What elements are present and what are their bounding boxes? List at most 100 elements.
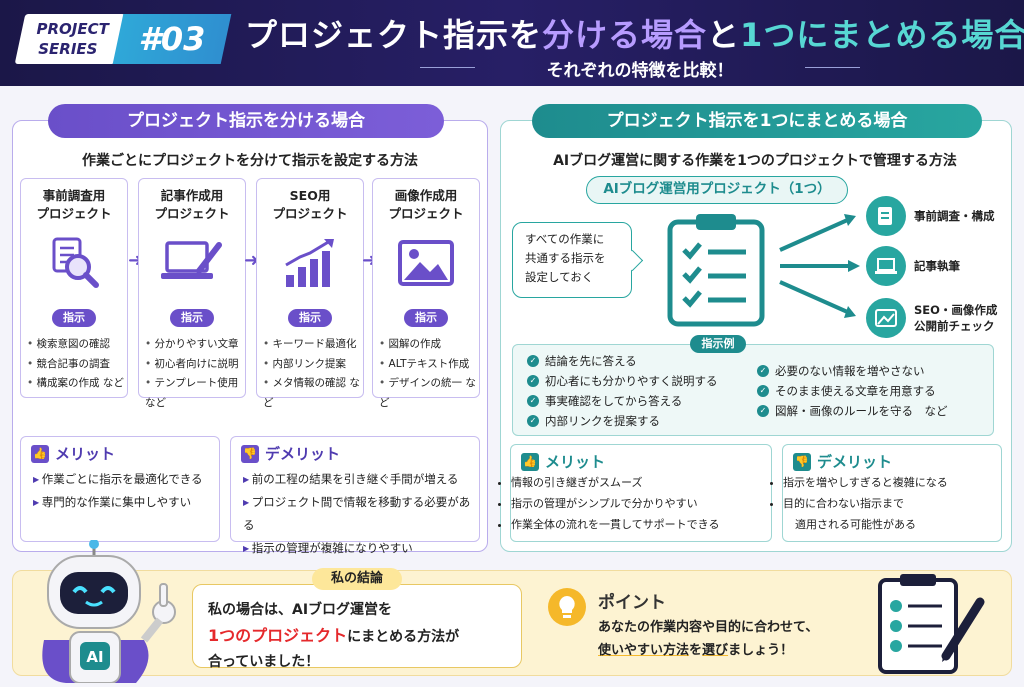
project-card-name: 記事作成用プロジェクト [154,188,230,221]
conclusion-title: 私の結論 [312,568,402,590]
image-chart-icon [866,298,906,338]
single-merit-box: 👍 メリット 情報の引き継ぎがスムーズ 指示の管理がシンプルで分かりやすい 作業全… [510,444,772,542]
instruction-badge: 指示 [52,309,96,327]
list-item: 目的に合わない指示まで [783,493,1001,514]
instruction-badge: 指示 [404,309,448,327]
examples-right-list: ✓必要のない情報を増やさない ✓そのまま使える文章を用意する ✓図解・画像のルー… [757,361,948,421]
output-label: SEO・画像作成公開前チェック [914,303,998,333]
split-merit-box: 👍 メリット 作業ごとに指示を最適化できる 専門的な作業に集中しやすい [20,436,220,542]
conclusion-box [192,584,522,668]
project-card-items: 分かりやすい文章 初心者向けに説明 テンプレート使用など [145,335,245,413]
list-item: メタ情報の確認 など [263,374,363,413]
list-item: 分かりやすい文章 [145,335,245,355]
single-panel-description: AIブログ運営に関する作業を1つのプロジェクトで管理する方法 [553,153,957,169]
split-panel-description: 作業ごとにプロジェクトを分けて指示を設定する方法 [82,153,418,169]
list-item: 指示の管理がシンプルで分かりやすい [511,493,771,514]
list-item: 専門的な作業に集中しやすい [33,491,219,514]
output-seo-image: SEO・画像作成公開前チェック [866,298,997,338]
list-item: ✓図解・画像のルールを守る など [757,401,948,421]
laptop-pen-icon [139,225,245,301]
list-item: 競合記事の調査 [27,355,127,375]
bubble-line: すべての作業に [525,232,605,246]
page-subtitle: それぞれの特徴を比較！ [420,56,860,81]
list-item: ✓結論を先に答える [527,351,718,371]
thumbs-up-icon: 👍 [31,444,49,463]
check-icon: ✓ [757,385,769,397]
series-number-text: #03 [138,20,206,58]
split-panel-title: プロジェクト指示を分ける場合 [48,104,444,138]
thumbs-up-icon: 👍 [521,452,539,471]
speech-bubble: すべての作業に 共通する指示を 設定しておく [512,222,632,298]
thumbs-down-icon: 👎 [793,452,811,471]
point-line2: 使いやすい方法を選びましょう！ [598,643,794,658]
split-demerit-box: 👎 デメリット 前の工程の結果を引き継ぐ手間が増える プロジェクト間で情報を移動す… [230,436,480,555]
project-card-items: 検索意図の確認 競合記事の調査 構成案の作成 など [27,335,127,394]
list-item: ✓初心者にも分かりやすく説明する [527,371,718,391]
point-line1: あなたの作業内容や目的に合わせて、 [598,620,819,635]
project-card-name: SEO用プロジェクト [272,188,348,221]
check-icon: ✓ [527,375,539,387]
single-demerit-box: 👎 デメリット 指示を増やしすぎると複雑になる 目的に合わない指示まで 適用される… [782,444,1002,542]
thumbs-down-icon: 👎 [241,444,259,463]
demerit-list: 指示を増やしすぎると複雑になる 目的に合わない指示まで 適用される可能性がある [783,472,1001,535]
list-item: 作業全体の流れを一貫してサポートできる [511,514,771,535]
title-part1: プロジェクト指示を [245,16,543,54]
list-item: キーワード最適化 [263,335,363,355]
project-card-name: 画像作成用プロジェクト [388,188,464,221]
search-document-icon [21,225,127,301]
lightbulb-icon [548,588,586,626]
conclusion-line3: 合っていました！ [208,654,320,670]
bubble-line: 共通する指示を [525,251,606,265]
list-item: 適用される可能性がある [795,518,916,531]
conclusion-line2: 1つのプロジェクトにまとめる方法が [208,626,460,645]
merit-list: 情報の引き継ぎがスムーズ 指示の管理がシンプルで分かりやすい 作業全体の流れを一… [511,472,771,535]
project-card-items: キーワード最適化 内部リンク提案 メタ情報の確認 など [263,335,363,413]
branch-arrows [779,214,860,318]
instruction-examples-box: ✓結論を先に答える ✓初心者にも分かりやすく説明する ✓事実確認をしてから答える… [512,344,994,436]
output-label: 事前調査・構成 [914,209,995,223]
conclusion-text: 私の場合は、AIブログ運営を 1つのプロジェクトにまとめる方法が 合っていました… [208,598,518,675]
merit-title-text: メリット [545,453,606,471]
examples-badge: 指示例 [690,335,746,353]
document-edit-icon [866,196,906,236]
list-item: ALTテキスト作成 [379,355,479,375]
merit-title-text: メリット [55,445,116,463]
list-item: テンプレート使用など [145,374,245,413]
project-card-name: 事前調査用プロジェクト [36,188,112,221]
merit-list: 作業ごとに指示を最適化できる 専門的な作業に集中しやすい [33,468,219,514]
conclusion-line1: 私の場合は、AIブログ運営を [208,602,393,618]
list-item: 検索意図の確認 [27,335,127,355]
bubble-line: 設定しておく [525,270,594,284]
series-tag-line2: SERIES [38,40,98,58]
merit-title: 👍 メリット [521,451,771,472]
output-writing: 記事執筆 [866,246,960,286]
list-item: ✓そのまま使える文章を用意する [757,381,948,401]
demerit-title: 👎 デメリット [241,443,479,464]
demerit-title: 👎 デメリット [793,451,1001,472]
list-item: プロジェクト間で情報を移動する必要がある [243,491,479,537]
growth-chart-icon [257,225,363,301]
list-item: 図解の作成 [379,335,479,355]
list-item: ✓事実確認をしてから答える [527,391,718,411]
title-part2: 分ける場合 [542,16,708,54]
list-item: デザインの統一 など [379,374,479,413]
demerit-title-text: デメリット [817,453,893,471]
output-research: 事前調査・構成 [866,196,995,236]
robot-mascot-icon: AI [26,539,186,687]
demerit-title-text: デメリット [265,445,341,463]
clipboard-checklist-icon [664,210,768,332]
instruction-badge: 指示 [288,309,332,327]
merit-title: 👍 メリット [31,443,219,464]
check-icon: ✓ [757,365,769,377]
list-item: 前の工程の結果を引き継ぐ手間が増える [243,468,479,491]
laptop-icon [866,246,906,286]
output-label: 記事執筆 [914,259,960,273]
series-number: #03 [112,14,232,64]
point-text: あなたの作業内容や目的に合わせて、 使いやすい方法を選びましょう！ [598,616,858,662]
check-icon: ✓ [757,405,769,417]
ai-blog-project-label: AIブログ運営用プロジェクト（1つ） [586,176,848,204]
